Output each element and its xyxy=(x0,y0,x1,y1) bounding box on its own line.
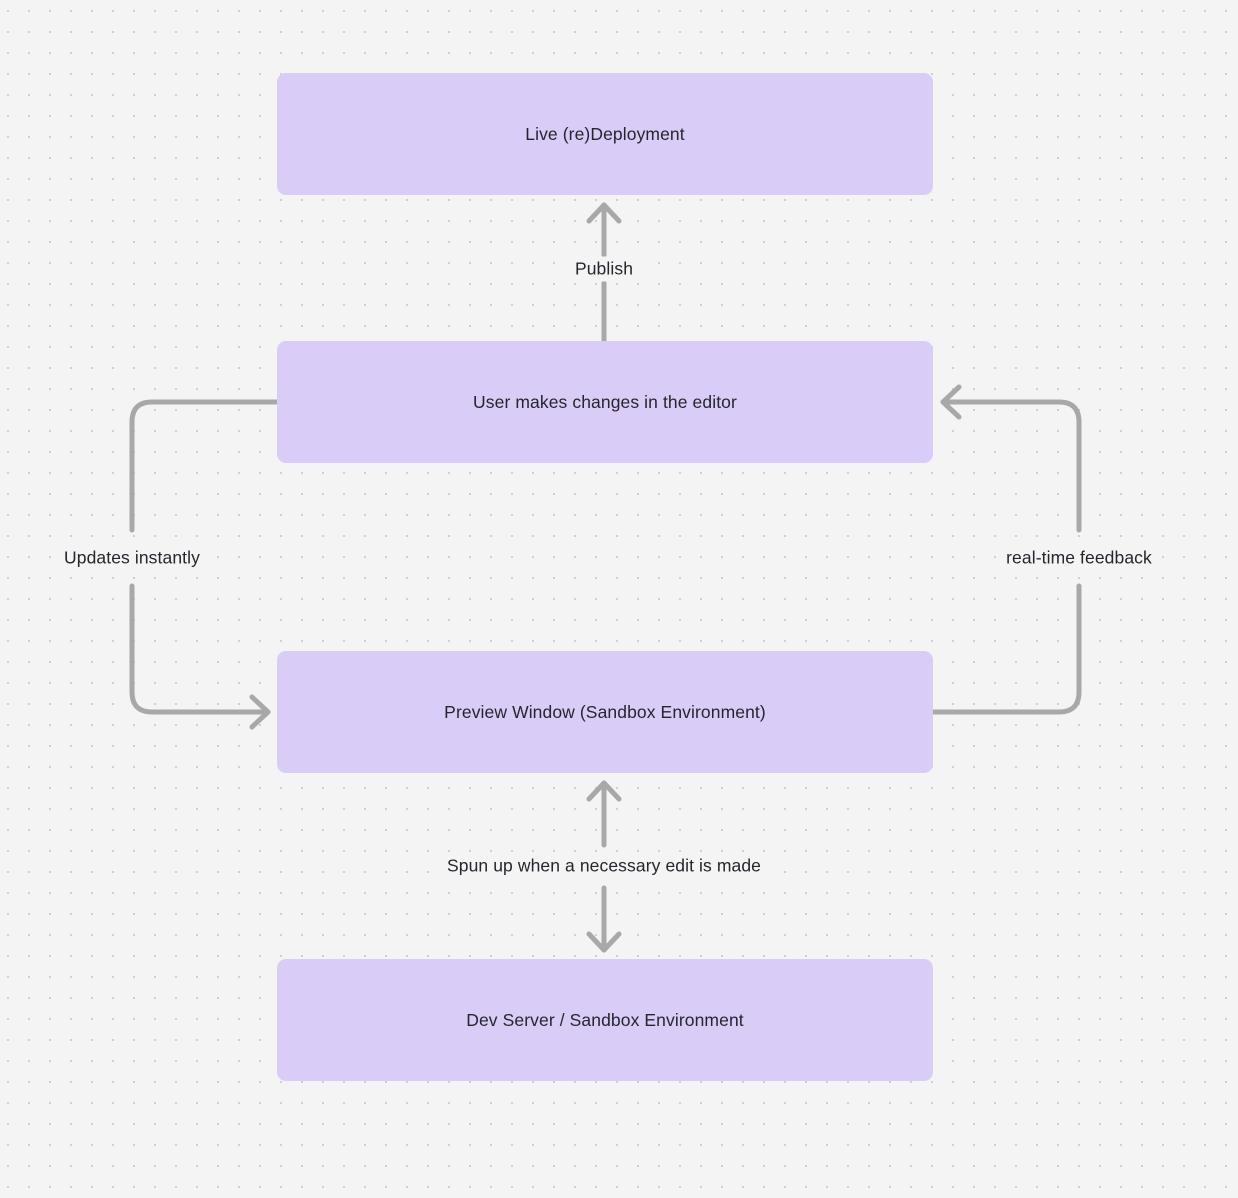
node-label: Preview Window (Sandbox Environment) xyxy=(444,701,766,722)
node-label: Live (re)Deployment xyxy=(525,123,685,144)
node-live-deployment[interactable]: Live (re)Deployment xyxy=(277,73,933,195)
node-label: User makes changes in the editor xyxy=(473,391,737,412)
node-label: Dev Server / Sandbox Environment xyxy=(466,1009,744,1030)
edge-label-real-time-feedback: real-time feedback xyxy=(1000,545,1158,571)
edge-label-publish: Publish xyxy=(568,256,640,282)
edge-label-spun-up: Spun up when a necessary edit is made xyxy=(440,853,768,879)
node-preview-window[interactable]: Preview Window (Sandbox Environment) xyxy=(277,651,933,773)
node-dev-server[interactable]: Dev Server / Sandbox Environment xyxy=(277,959,933,1081)
node-user-edits[interactable]: User makes changes in the editor xyxy=(277,341,933,463)
edge-label-updates-instantly: Updates instantly xyxy=(58,545,206,571)
